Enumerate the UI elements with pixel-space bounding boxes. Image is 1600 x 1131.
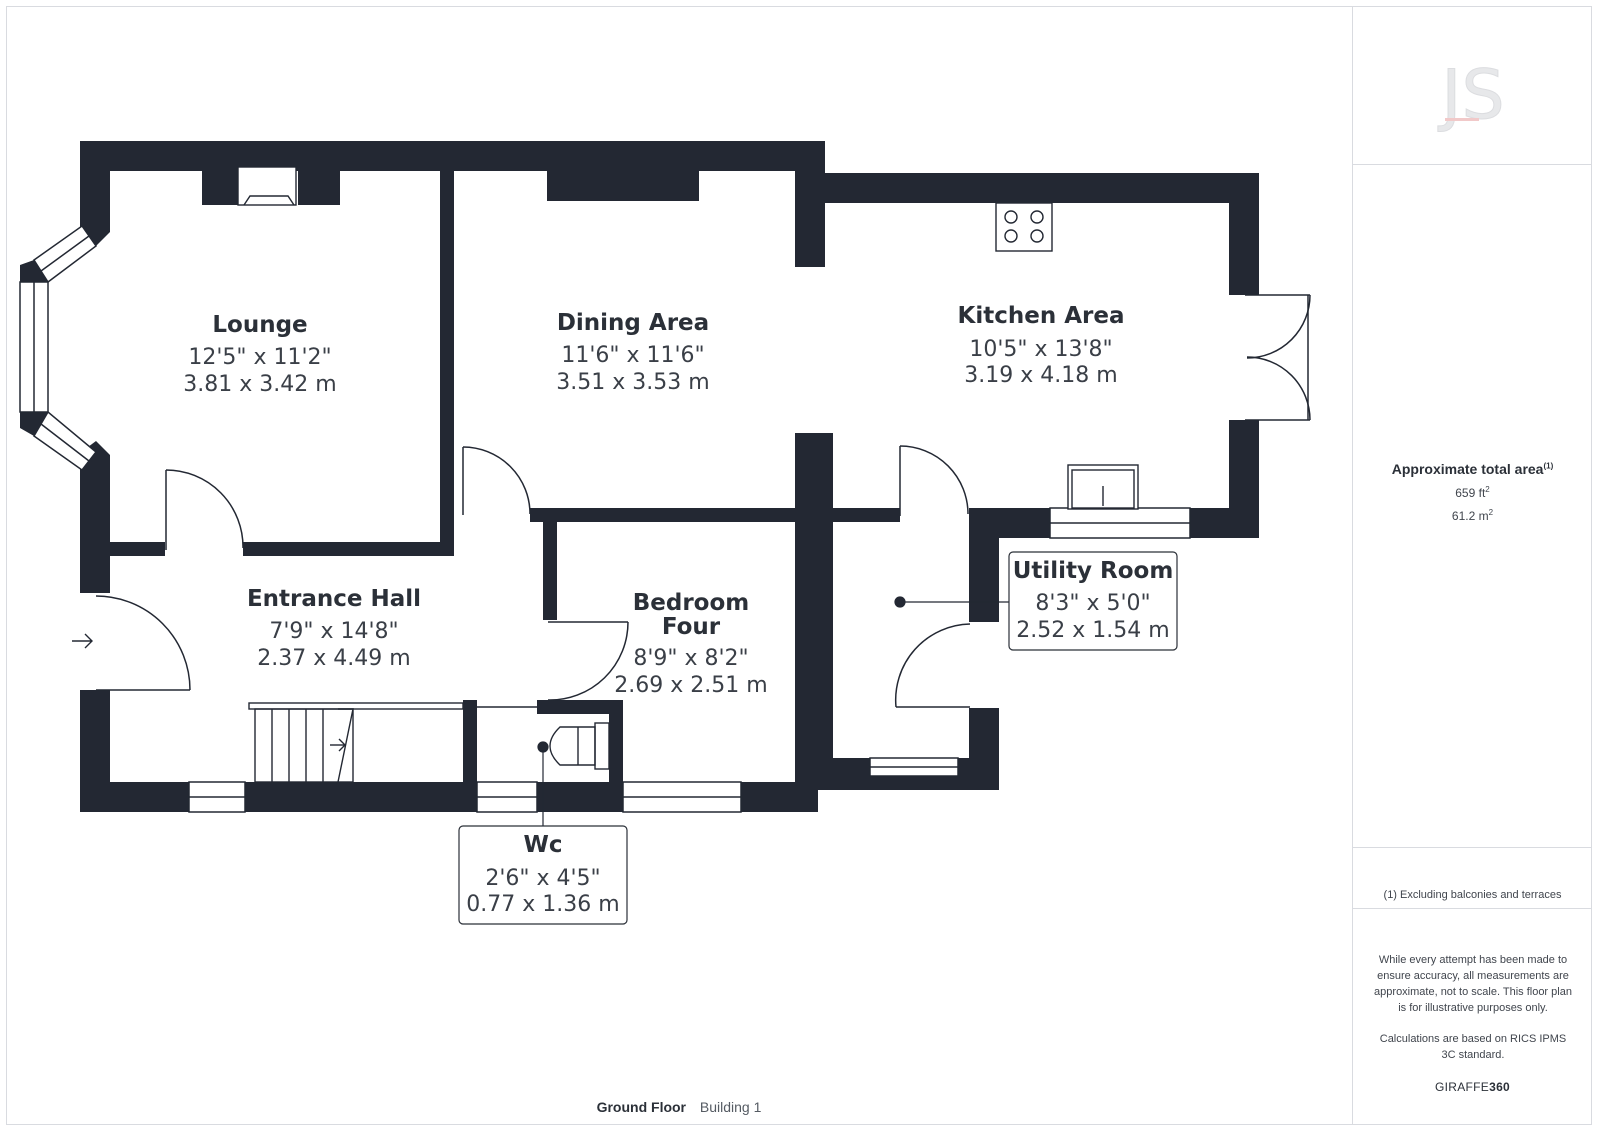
info-sidebar: JS Approximate total area(1) 659 ft2 61.… [1352,6,1592,1125]
wall-bedroom-utility [795,433,833,782]
bedroom-metric: 2.69 x 2.51 m [614,673,767,698]
floor-plan: Lounge 12'5" x 11'2" 3.81 x 3.42 m Dinin… [19,141,1311,925]
floor-caption: Ground Floor Building 1 [6,1099,1352,1115]
total-area-sqft: 659 ft2 [1455,485,1490,500]
wc-imperial: 2'6" x 4'5" [485,866,600,891]
kitchen-metric: 3.19 x 4.18 m [964,363,1117,388]
dining-metric: 3.51 x 3.53 m [556,370,709,395]
wc-metric: 0.77 x 1.36 m [466,892,619,917]
bay-corner-top [20,260,48,282]
disclaimer-accuracy: While every attempt has been made to ens… [1374,954,1572,1014]
dining-name: Dining Area [557,310,709,336]
dining-imperial: 11'6" x 11'6" [561,343,704,368]
bay-window-bottom [33,410,98,472]
total-area-sqm: 61.2 m2 [1451,508,1494,523]
hob [995,202,1053,252]
doors [95,294,1311,708]
wall-west-top [80,141,110,223]
floor-plan-area: Lounge 12'5" x 11'2" 3.81 x 3.42 m Dinin… [6,6,1352,1125]
wall-kitchen-east-upper [1229,173,1259,295]
bay-corner-bottom [20,412,48,436]
wall-dining-south [530,508,900,522]
hall-name: Entrance Hall [247,586,421,612]
hall-metric: 2.37 x 4.49 m [257,646,410,671]
total-area-title: Approximate total area(1) [1391,461,1554,477]
utility-label-box [1008,551,1178,651]
utility-metric: 2.52 x 1.54 m [1016,618,1169,643]
chimney-left [202,171,240,205]
fireplace [237,166,297,206]
wall-lounge-south-left [108,542,165,556]
wall-wc-east [609,700,623,782]
windows [19,224,1191,813]
divider [1353,164,1592,165]
wall-top-kitchen [824,173,1259,203]
js-logo-icon: JS [1437,56,1505,136]
chimney-dining [547,171,699,201]
divider [1353,908,1592,909]
svg-text:JS: JS [1437,56,1504,135]
wall-lounge-south [243,542,454,556]
wall-lounge-dining [440,171,454,556]
bedroom-name-line1: Bedroom [633,590,750,616]
hall-imperial: 7'9" x 14'8" [269,619,398,644]
wall-top-left [80,141,824,171]
wall-utility-east-upper [969,508,999,622]
fixtures [72,166,1139,783]
label-leaders [537,596,1009,826]
wall-step-kitchen [795,141,825,267]
utility-name: Utility Room [1013,558,1174,584]
wc-name: Wc [523,832,562,858]
agency-logo: JS [1353,6,1592,166]
page-frame [6,6,1592,1125]
bedroom-imperial: 8'9" x 8'2" [633,646,748,671]
wall-west-middle [80,463,110,593]
stair-rail [248,702,464,710]
lounge-imperial: 12'5" x 11'2" [188,345,331,370]
building-name: Building 1 [699,1099,762,1115]
floor-name: Ground Floor [596,1099,687,1115]
staircase [254,708,354,783]
divider [1353,847,1592,848]
wall-utility-east-lower [969,708,999,790]
kitchen-name: Kitchen Area [958,303,1125,329]
toilet [549,726,596,766]
bedroom-name-line2: Four [662,614,721,640]
disclaimer: While every attempt has been made to ens… [1373,952,1573,1078]
total-area-block: Approximate total area(1) 659 ft2 61.2 m… [1353,461,1592,523]
entrance-arrow-icon [72,633,93,649]
area-footnote: (1) Excluding balconies and terraces [1383,889,1562,901]
lounge-name: Lounge [212,312,307,338]
disclaimer-calculation: Calculations are based on RICS IPMS 3C s… [1379,1033,1567,1061]
kitchen-imperial: 10'5" x 13'8" [969,337,1112,362]
wall-wc-west [463,700,477,782]
giraffe360-brand: GIRAFFE360 [1434,1080,1511,1094]
wall-wc-north [537,700,623,714]
chimney-right [298,171,340,205]
wall-bedroom-west [543,508,557,620]
wc-label-box [458,825,628,925]
lounge-metric: 3.81 x 3.42 m [183,372,336,397]
bay-wall-top [80,223,110,246]
utility-imperial: 8'3" x 5'0" [1035,591,1150,616]
